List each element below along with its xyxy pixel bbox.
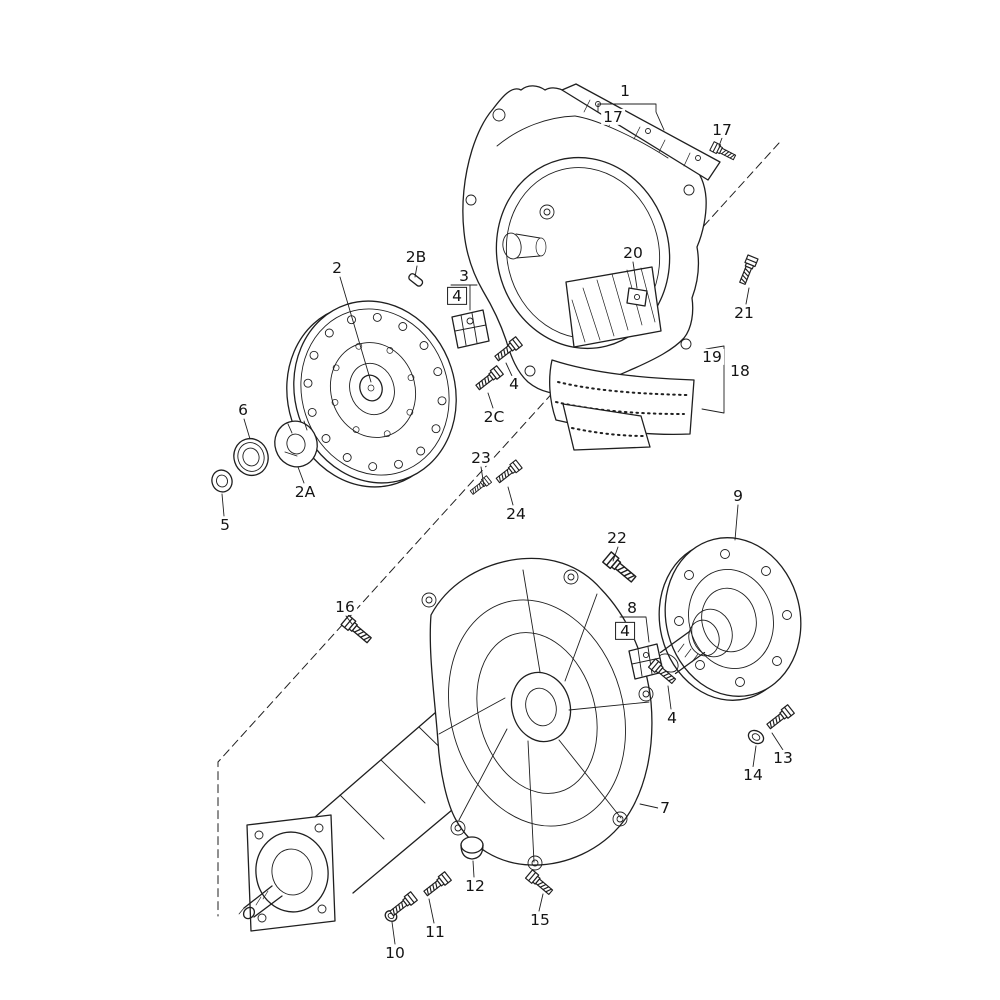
washer-14 <box>747 729 765 745</box>
bolt-15 <box>524 869 555 897</box>
leader-lines <box>221 103 784 945</box>
bell-housing <box>462 85 707 395</box>
bolt-10 <box>387 891 418 919</box>
bolt-11 <box>421 871 452 899</box>
drain-plug <box>460 836 484 860</box>
bolt-22 <box>602 551 639 586</box>
converter-hub <box>274 420 318 468</box>
bolt-2c <box>473 365 504 393</box>
coupling-flange <box>657 537 802 701</box>
extension-housing <box>238 557 654 932</box>
clamp-block-upper <box>451 309 490 349</box>
drive-plate <box>286 300 457 488</box>
output-shaft <box>238 885 283 920</box>
bolt-13 <box>764 704 795 732</box>
bearing <box>233 437 269 477</box>
gravel-shield <box>549 359 695 451</box>
dowel-pin <box>408 273 424 287</box>
bolt-16 <box>340 614 374 646</box>
bolt-23 <box>468 475 493 497</box>
small-bracket <box>626 287 648 307</box>
seal-ring <box>211 469 233 493</box>
sealing-rail <box>561 83 721 181</box>
bolt-24 <box>494 459 523 486</box>
bolt-21 <box>736 254 759 286</box>
